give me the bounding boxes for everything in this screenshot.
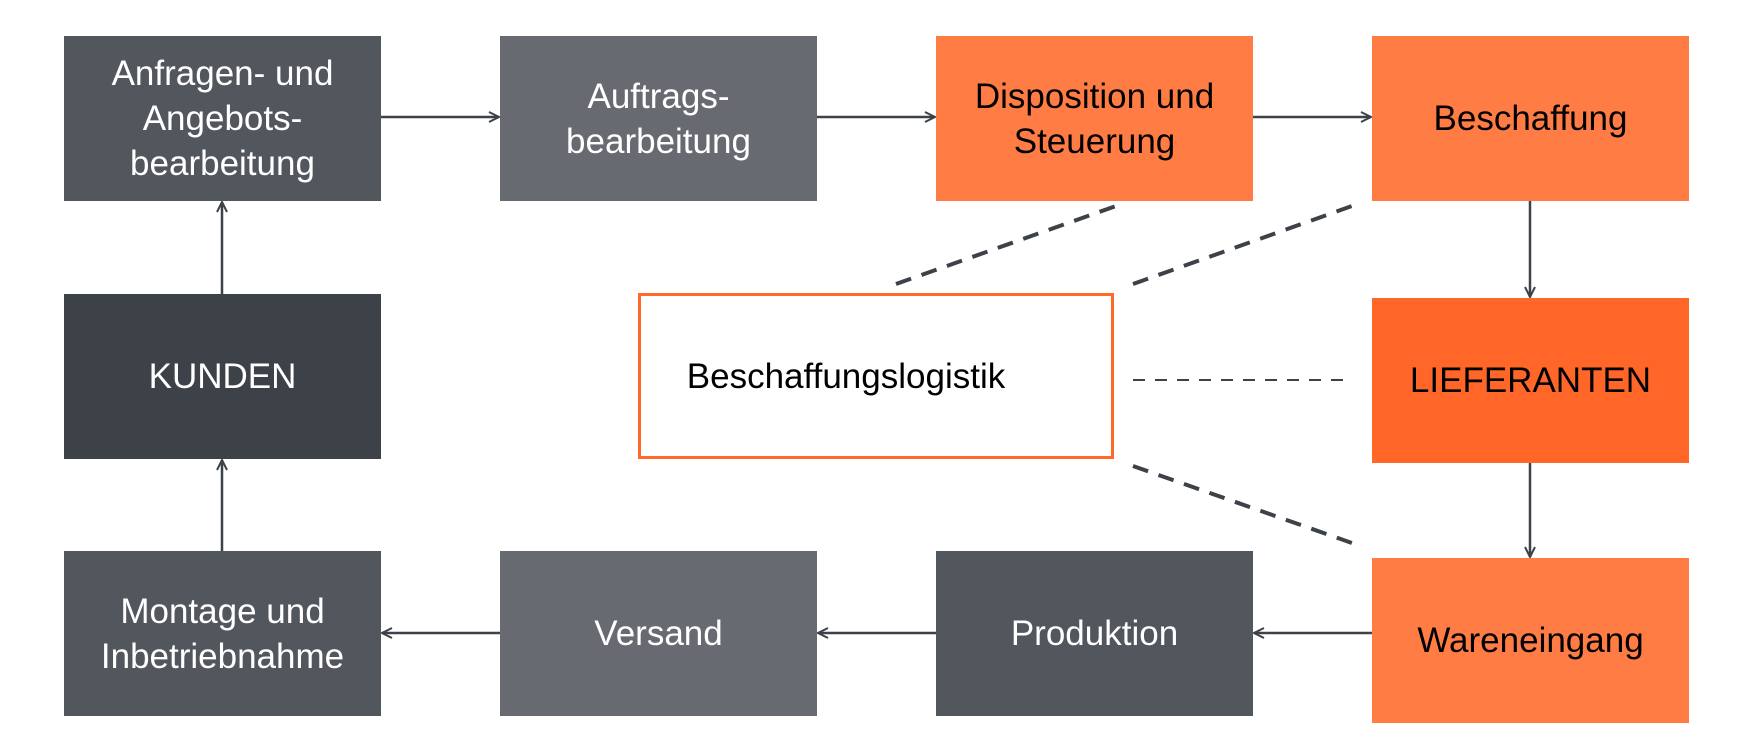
node-label-wareneingang: Wareneingang [1417, 621, 1644, 660]
node-label-auftrags: Auftrags- bearbeitung [566, 76, 751, 161]
node-wareneingang: Wareneingang [1372, 558, 1689, 723]
node-montage: Montage und Inbetriebnahme [64, 551, 381, 716]
node-label-disposition: Disposition und Steuerung [974, 76, 1215, 161]
edge-beschaffungslogistik-to-wareneingang [1132, 464, 1353, 545]
node-beschaffung: Beschaffung [1372, 36, 1689, 201]
node-label-produktion: Produktion [1010, 614, 1179, 653]
node-label-anfragen: Anfragen- und Angebots- bearbeitung [111, 54, 334, 183]
node-disposition: Disposition und Steuerung [936, 36, 1253, 201]
edge-beschaffungslogistik-to-beschaffung [1132, 204, 1353, 286]
node-label-beschaffung: Beschaffung [1433, 99, 1628, 138]
node-produktion: Produktion [936, 551, 1253, 716]
edge-beschaffungslogistik-to-disposition [895, 204, 1117, 286]
node-versand: Versand [500, 551, 817, 716]
node-label-beschaffungslogistik: Beschaffungslogistik [686, 356, 1006, 396]
node-kunden: KUNDEN [64, 294, 381, 459]
node-label-montage: Montage und Inbetriebnahme [100, 591, 345, 676]
node-anfragen: Anfragen- und Angebots- bearbeitung [64, 36, 381, 201]
node-auftrags: Auftrags- bearbeitung [500, 36, 817, 201]
node-label-versand: Versand [594, 614, 723, 653]
node-label-kunden: KUNDEN [148, 357, 297, 396]
node-label-lieferanten: LIEFERANTEN [1409, 361, 1652, 400]
node-beschaffungslogistik: Beschaffungslogistik [638, 293, 1114, 459]
node-lieferanten: LIEFERANTEN [1372, 298, 1689, 463]
